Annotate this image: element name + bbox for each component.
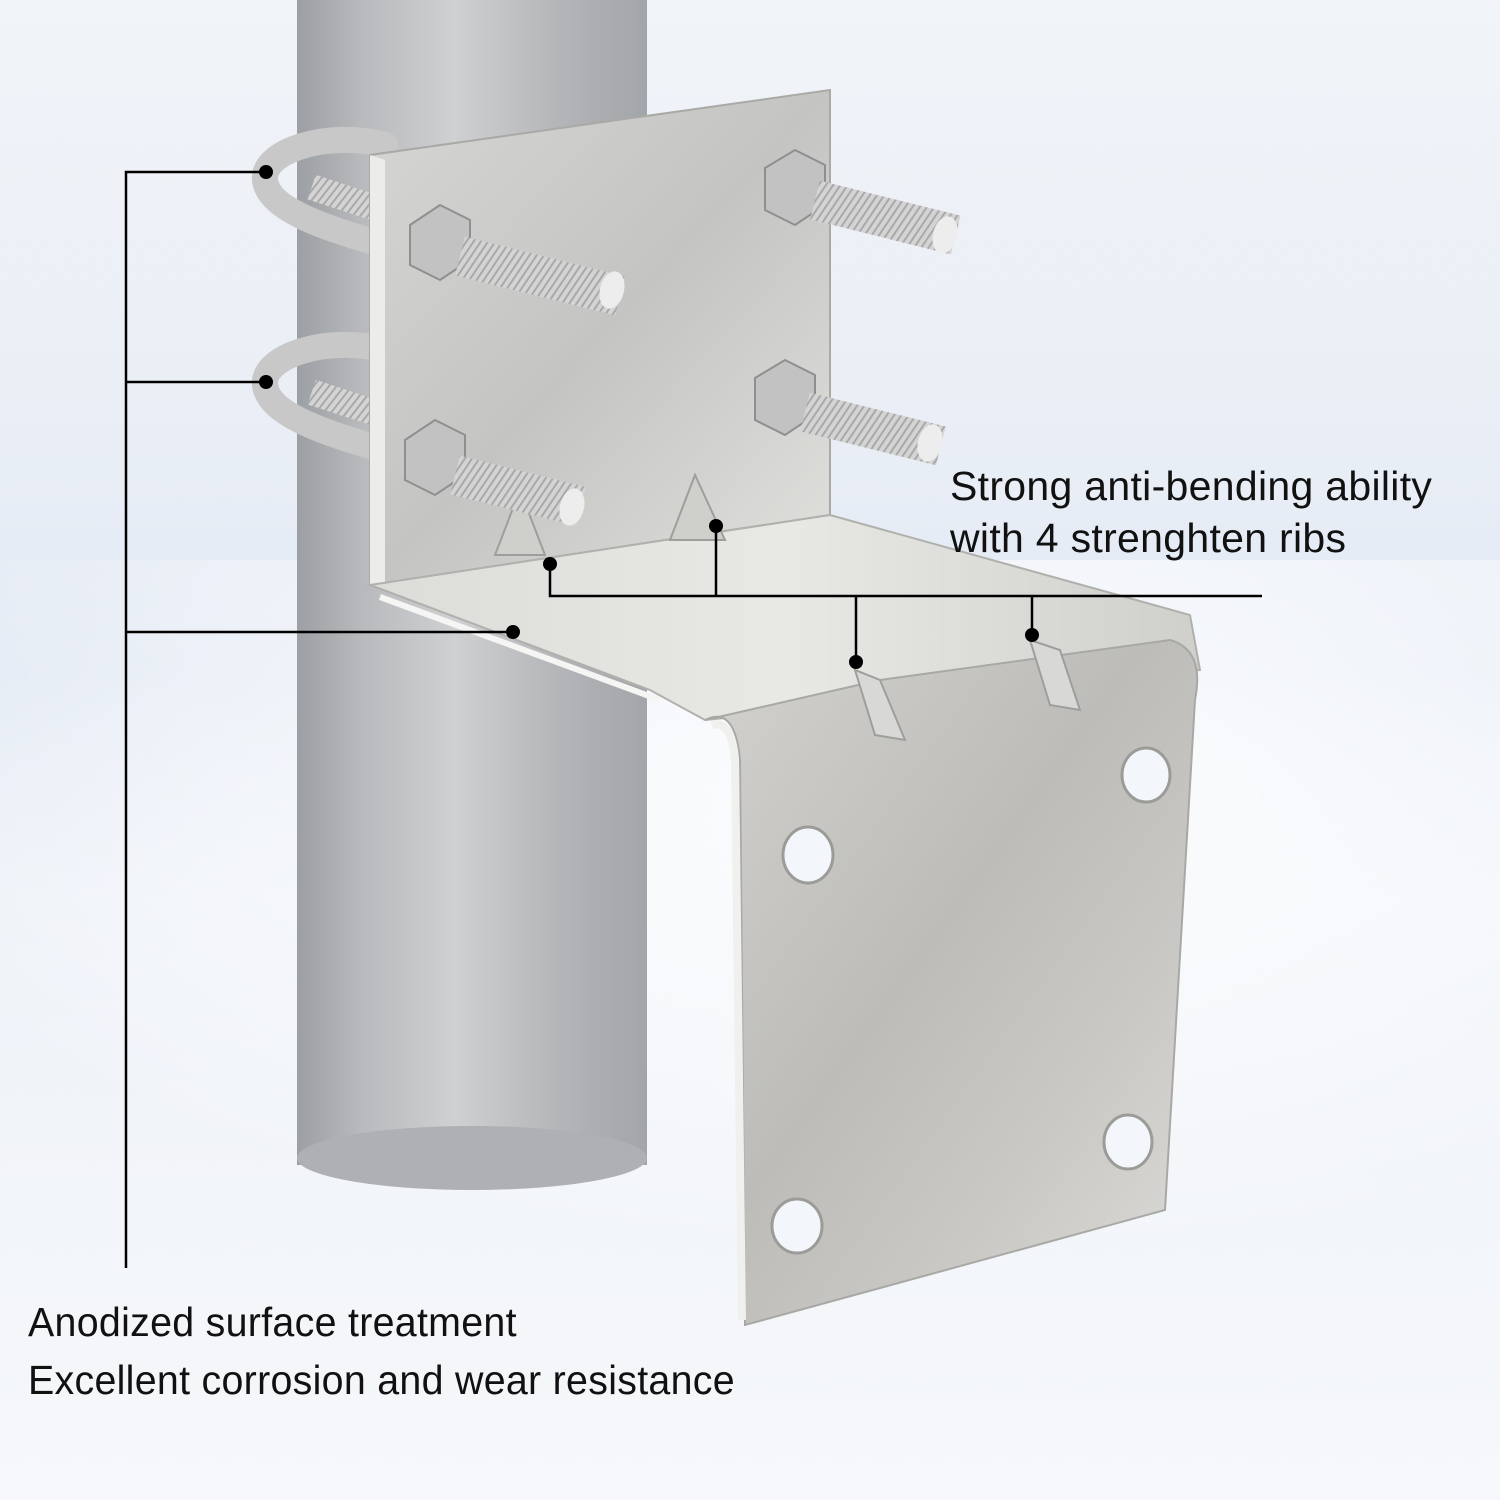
ribs-feature-line-1: Strong anti-bending ability (950, 463, 1433, 509)
surface-feature-line-2: Excellent corrosion and wear resistance (28, 1357, 735, 1403)
mounting-hole (781, 825, 835, 885)
ribs-feature-label: Strong anti-bending ability with 4 stren… (950, 460, 1432, 564)
surface-feature-line-1: Anodized surface treatment (28, 1299, 517, 1345)
callout-surface-dots (259, 165, 520, 639)
bolt-upper-right (764, 148, 961, 255)
u-bolt-upper (252, 126, 398, 258)
bracket-back-plate (369, 88, 831, 590)
surface-feature-label: Anodized surface treatment Excellent cor… (28, 1293, 735, 1409)
mounting-hole (1102, 1113, 1154, 1171)
bolt-lower-right (754, 358, 946, 466)
bolt-lower-left (404, 418, 586, 526)
ribs-feature-line-2: with 4 strenghten ribs (950, 515, 1347, 561)
bolt-upper-left (409, 203, 625, 316)
mounting-hole (770, 1197, 824, 1255)
callout-ribs-dots (543, 519, 1039, 669)
callout-surface-lines (124, 170, 512, 1268)
mounting-hole (1120, 746, 1172, 804)
bracket-front-plate (704, 638, 1199, 1327)
